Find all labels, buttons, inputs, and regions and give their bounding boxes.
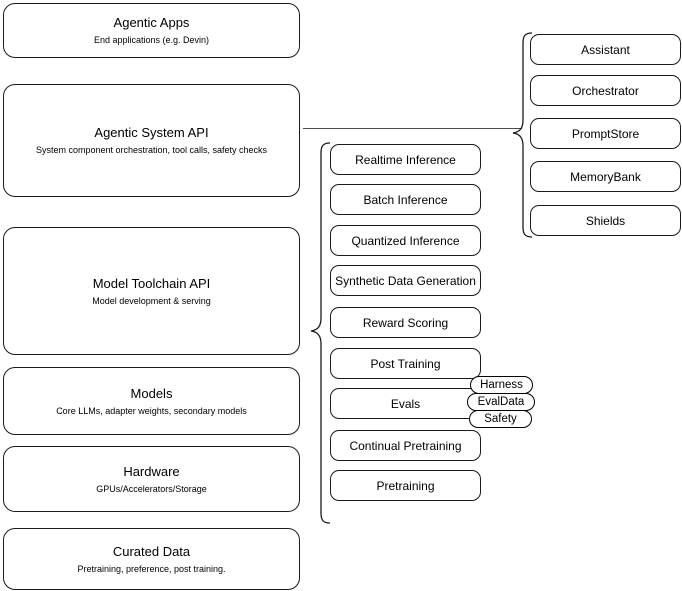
component-label: MemoryBank [570, 169, 641, 184]
component-box-orchestrator[interactable]: Orchestrator [530, 75, 681, 106]
component-box-promptstore[interactable]: PromptStore [530, 118, 681, 149]
api-box-realtime-inference[interactable]: Realtime Inference [330, 144, 481, 175]
layer-subtitle: GPUs/Accelerators/Storage [96, 483, 207, 494]
eval-chip-label: Safety [484, 412, 517, 425]
api-label: Quantized Inference [351, 233, 460, 248]
api-box-batch-inference[interactable]: Batch Inference [330, 184, 481, 215]
layer-box-agentic-system-api[interactable]: Agentic System API System component orch… [3, 84, 300, 197]
layer-title: Curated Data [112, 543, 191, 559]
component-label: Shields [585, 213, 626, 228]
component-box-assistant[interactable]: Assistant [530, 34, 681, 65]
eval-chip-evaldata[interactable]: EvalData [467, 393, 535, 411]
api-label: Realtime Inference [355, 152, 456, 167]
api-label: Post Training [370, 356, 441, 371]
layer-subtitle: System component orchestration, tool cal… [35, 145, 268, 155]
api-label: Evals [390, 396, 421, 411]
layer-title: Agentic Apps [113, 15, 190, 30]
api-label: Batch Inference [363, 192, 448, 207]
layer-box-model-toolchain-api[interactable]: Model Toolchain API Model development & … [3, 227, 300, 355]
layer-title: Models [130, 385, 173, 401]
component-label: Assistant [581, 42, 630, 57]
connector-system-api-to-components [303, 128, 522, 130]
api-box-synthetic-data-generation[interactable]: Synthetic Data Generation [330, 265, 481, 296]
layer-box-agentic-apps[interactable]: Agentic Apps End applications (e.g. Devi… [3, 3, 300, 58]
api-label: Synthetic Data Generation [335, 273, 476, 288]
brace-toolchain-apis [310, 142, 331, 524]
layer-title: Agentic System API [94, 125, 209, 140]
layer-box-hardware[interactable]: Hardware GPUs/Accelerators/Storage [3, 446, 300, 512]
layer-subtitle: End applications (e.g. Devin) [93, 35, 210, 45]
api-label: Pretraining [376, 478, 435, 493]
component-box-shields[interactable]: Shields [530, 205, 681, 236]
layer-box-models[interactable]: Models Core LLMs, adapter weights, secon… [3, 367, 300, 435]
component-label: Orchestrator [572, 83, 639, 98]
layer-title: Model Toolchain API [92, 275, 211, 291]
api-box-continual-pretraining[interactable]: Continual Pretraining [330, 430, 481, 461]
layer-subtitle: Model development & serving [92, 295, 211, 306]
api-box-post-training[interactable]: Post Training [330, 348, 481, 379]
api-box-pretraining[interactable]: Pretraining [330, 470, 481, 501]
api-box-evals[interactable]: Evals [330, 388, 481, 419]
api-box-reward-scoring[interactable]: Reward Scoring [330, 307, 481, 338]
layer-subtitle: Core LLMs, adapter weights, secondary mo… [56, 405, 247, 416]
api-label: Reward Scoring [362, 315, 449, 330]
eval-chip-harness[interactable]: Harness [470, 376, 533, 394]
api-label: Continual Pretraining [349, 438, 462, 453]
brace-system-components [512, 32, 533, 238]
eval-chip-label: Harness [480, 378, 523, 391]
eval-chip-label: EvalData [477, 395, 525, 408]
component-box-memorybank[interactable]: MemoryBank [530, 161, 681, 192]
api-box-quantized-inference[interactable]: Quantized Inference [330, 225, 481, 256]
layer-title: Hardware [123, 463, 180, 479]
component-label: PromptStore [571, 126, 640, 141]
layer-box-curated-data[interactable]: Curated Data Pretraining, preference, po… [3, 528, 300, 590]
eval-chip-safety[interactable]: Safety [469, 410, 532, 428]
layer-subtitle: Pretraining, preference, post training. [77, 563, 226, 574]
